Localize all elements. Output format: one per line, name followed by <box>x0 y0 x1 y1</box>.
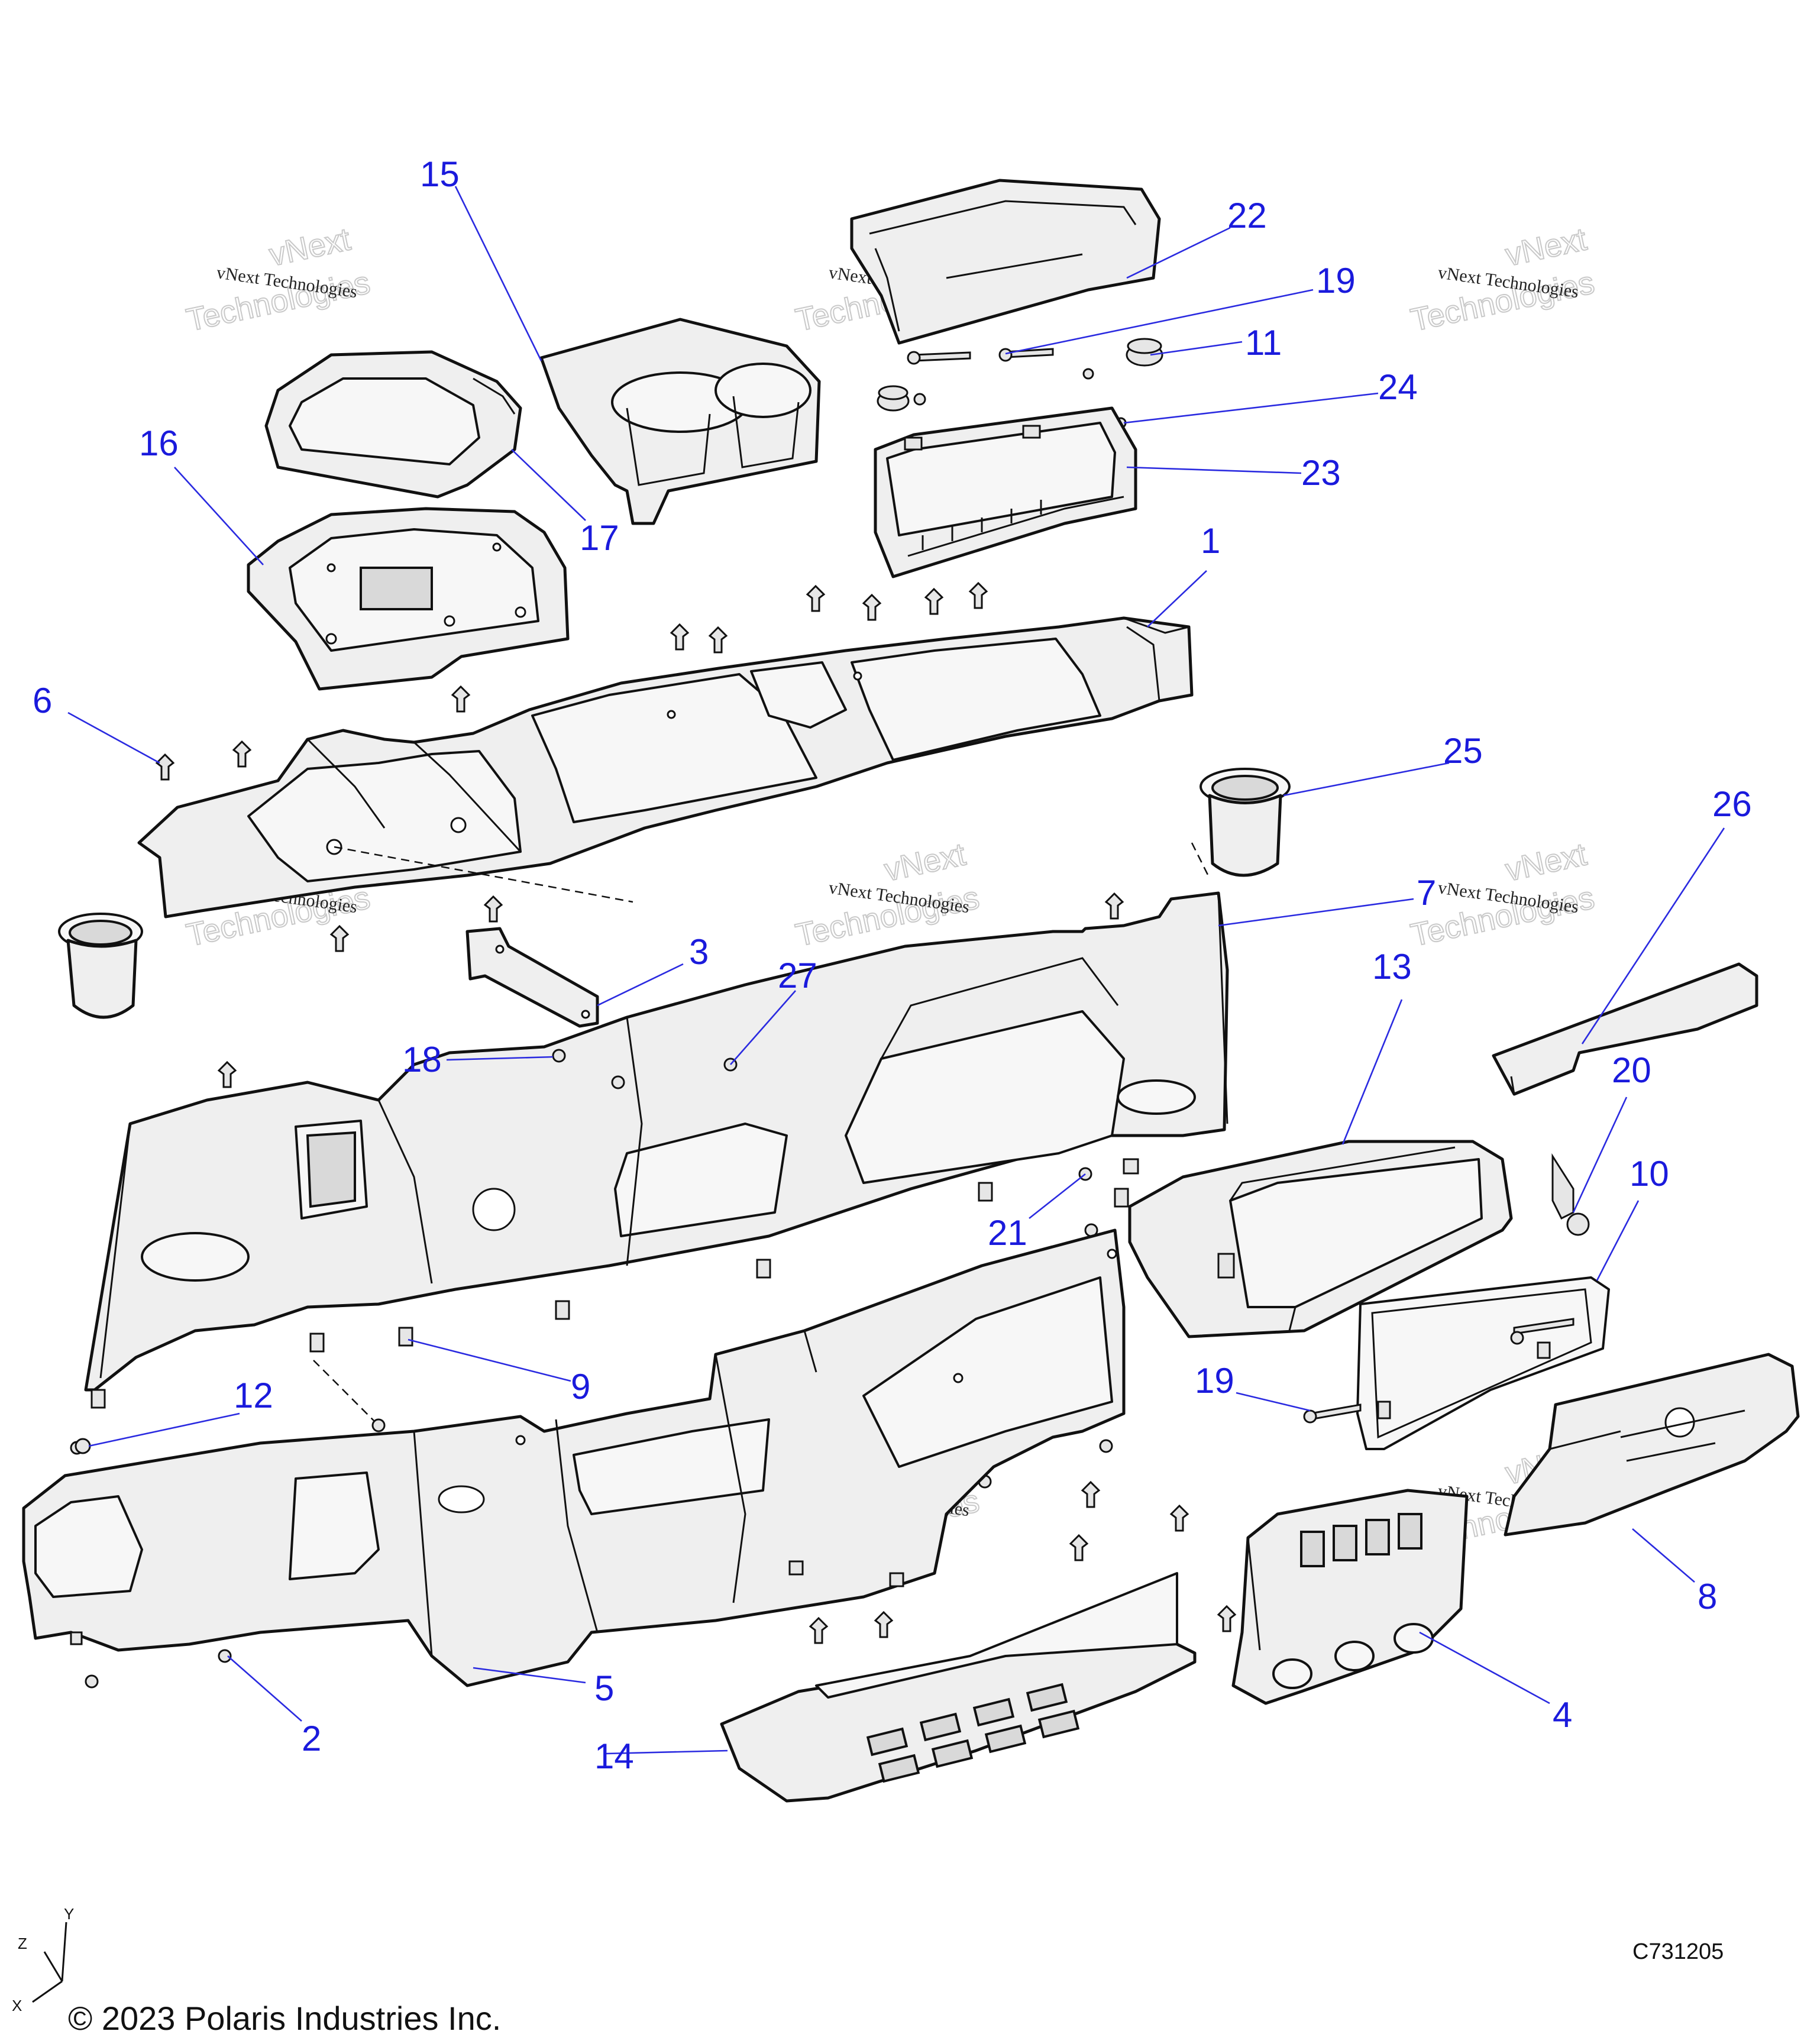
callout-19: 19 <box>1316 261 1356 300</box>
part-26-trim-strip <box>1492 962 1758 1096</box>
part-12-rivets <box>75 1438 91 1454</box>
callout-5: 5 <box>594 1668 614 1708</box>
part-17-gauge-bezel <box>264 350 522 499</box>
callout-1: 1 <box>1201 521 1220 561</box>
part-25-cup-insert <box>1200 768 1291 877</box>
part-10-door-frame <box>1356 1276 1610 1450</box>
callout-3: 3 <box>689 932 709 972</box>
copyright: © 2023 Polaris Industries Inc. <box>68 2000 501 2037</box>
callout-20: 20 <box>1612 1050 1651 1090</box>
part-4-switch-panel <box>1231 1489 1469 1705</box>
part-19-pin-lower <box>1303 1403 1362 1424</box>
part-7-dash-frame <box>84 891 1229 1392</box>
watermark-big-1: vNext <box>881 836 969 888</box>
part-23-glove-box <box>874 406 1137 578</box>
part-3-bracket <box>465 927 599 1028</box>
part-13-instrument-cluster <box>1128 1140 1513 1338</box>
part-cup-insert-left <box>58 913 143 1019</box>
callout-13: 13 <box>1372 947 1412 987</box>
watermark-top-left: vNext Technologies vNext Technologies <box>183 221 374 338</box>
watermark-top-right: vNext Technologies vNext Technologies <box>1407 221 1598 338</box>
callout-27: 27 <box>778 956 817 995</box>
callout-7: 7 <box>1417 873 1436 913</box>
callout-6: 6 <box>33 681 52 720</box>
alignment-lines <box>313 842 1211 1426</box>
leader-lines <box>67 186 1725 1755</box>
part-8-glove-door <box>1504 1353 1800 1537</box>
part-15-cupholder-console <box>539 318 821 525</box>
callout-15: 15 <box>420 154 460 194</box>
callout-2: 2 <box>302 1719 321 1758</box>
part-20-latch <box>1551 1153 1590 1236</box>
callout-25: 25 <box>1443 731 1483 771</box>
callout-4: 4 <box>1553 1695 1572 1735</box>
callout-23: 23 <box>1301 453 1341 493</box>
callout-19-lower: 19 <box>1195 1361 1234 1401</box>
parts <box>22 179 1800 1803</box>
callout-18: 18 <box>402 1040 442 1079</box>
watermark-big-1: vNext <box>1502 836 1590 888</box>
part-5-lower-dash <box>22 1228 1126 1687</box>
axis-triad: Y Z X <box>12 1905 74 2014</box>
callout-10: 10 <box>1630 1154 1669 1194</box>
part-22-storage-lid <box>850 179 1161 345</box>
part-9-clips <box>90 1158 1139 1409</box>
callout-8: 8 <box>1698 1577 1717 1616</box>
callout-21: 21 <box>988 1213 1027 1253</box>
watermark-big-1: vNext <box>266 221 354 273</box>
callout-16: 16 <box>139 423 179 463</box>
callout-24: 24 <box>1378 367 1418 407</box>
part-19-pins-upper <box>907 348 1054 365</box>
callout-17: 17 <box>580 518 619 558</box>
callout-12: 12 <box>234 1376 273 1415</box>
callout-26: 26 <box>1712 784 1752 824</box>
callout-11: 11 <box>1245 323 1282 363</box>
callout-14: 14 <box>594 1736 634 1776</box>
callout-9: 9 <box>571 1367 590 1406</box>
callouts: 15 22 19 11 24 23 16 17 1 6 25 26 3 7 27… <box>33 154 1752 1776</box>
part-1-upper-dash <box>137 616 1194 918</box>
watermark-big-1: vNext <box>1502 221 1590 273</box>
part-16-gauge-backplate <box>247 507 570 691</box>
watermark-mid-center: vNext Technologies vNext Technologies <box>792 836 983 953</box>
part-14-center-bezel <box>720 1572 1197 1803</box>
axis-label-x: X <box>12 1997 22 2014</box>
axis-label-y: Y <box>64 1905 74 1923</box>
drawing-code: C731205 <box>1632 1939 1724 1964</box>
axis-label-z: Z <box>18 1935 27 1952</box>
callout-22: 22 <box>1227 196 1267 235</box>
part-11-bumpers <box>877 338 1163 412</box>
